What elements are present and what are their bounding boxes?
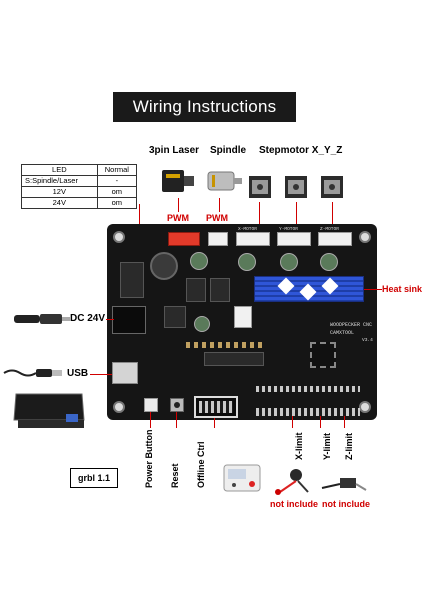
mosfet-chip — [164, 306, 186, 328]
mount-hole — [359, 231, 371, 243]
y-limit-pointer-line — [320, 416, 321, 428]
laser-pwm-connector — [168, 232, 200, 246]
power-button-on-board — [144, 398, 158, 412]
silk-motor-x: X-MOTOR — [238, 227, 257, 232]
capacitor — [194, 316, 210, 332]
reset-button-on-board — [170, 398, 184, 412]
dc-jack-port — [112, 306, 146, 334]
x-limit-label: X-limit — [294, 432, 304, 460]
y-limit-label: Y-limit — [322, 432, 332, 460]
limit-switch-microswitch-image — [321, 478, 367, 491]
dc-24v-label: DC 24V — [70, 313, 106, 324]
spindle-connector-line — [219, 198, 220, 212]
microcontroller-chip — [310, 342, 336, 368]
capacitor — [320, 253, 338, 271]
stepper-motor-y-image — [285, 176, 307, 198]
offline-ctrl-label: Offline Ctrl — [196, 441, 206, 489]
laptop-image — [13, 393, 85, 428]
led-row-label: 12V — [21, 186, 98, 198]
z-limit-label: Z-limit — [344, 433, 354, 460]
pwm-label-laser: PWM — [167, 213, 189, 223]
motor-x-connector — [236, 232, 270, 246]
motor-x-connector-line — [259, 202, 260, 230]
led-row-value: om — [96, 197, 138, 209]
motor-z-connector — [318, 232, 352, 246]
stepmotor-label: Stepmotor X_Y_Z — [259, 145, 343, 156]
not-include-label-probe: not include — [270, 499, 318, 509]
capacitor — [238, 253, 256, 271]
led-row-label: S:Spindle/Laser — [21, 175, 98, 187]
spindle-pwm-connector — [208, 232, 228, 246]
page-title: Wiring Instructions — [113, 92, 296, 122]
pwm-label-spindle: PWM — [206, 213, 228, 223]
led-row-value: - — [96, 175, 138, 187]
led-header: LED — [21, 164, 98, 176]
usb-cable-icon — [3, 369, 62, 377]
firmware-version-label: grbl 1.1 — [70, 468, 118, 488]
heat-sink-label: Heat sink — [382, 284, 423, 294]
mount-hole — [359, 401, 371, 413]
dc-pointer-line — [106, 319, 114, 320]
silk-motor-z: Z-MOTOR — [320, 227, 339, 232]
normal-header: Normal — [96, 164, 138, 176]
motor-y-connector — [277, 232, 311, 246]
usb-pointer-line — [90, 374, 112, 375]
usb-label: USB — [67, 368, 89, 379]
capacitor — [280, 253, 298, 271]
limit-switch-probe-image — [275, 469, 309, 495]
power-pointer-line — [150, 412, 151, 428]
motor-z-connector-line — [332, 202, 333, 230]
silk-motor-y: Y-MOTOR — [279, 227, 298, 232]
motor-y-connector-line — [296, 202, 297, 230]
laser-module-image — [162, 170, 194, 192]
z-limit-pointer-line — [344, 416, 345, 428]
silk-version: V3.4 — [362, 338, 373, 343]
reset-label: Reset — [170, 463, 180, 488]
led-table: LED Normal S:Spindle/Laser - 12V om 24V … — [21, 164, 138, 209]
x-limit-pointer-line — [292, 416, 293, 428]
capacitor — [190, 252, 208, 270]
resistor-row — [186, 342, 266, 348]
dc-plug-icon — [14, 314, 70, 324]
inductor — [150, 252, 178, 280]
reset-pointer-line — [176, 412, 177, 428]
spindle-motor-image — [207, 171, 242, 191]
mosfet-chip — [210, 278, 230, 302]
mosfet-chip — [186, 278, 206, 302]
regulator-chip — [120, 262, 144, 298]
usb-port — [112, 362, 138, 384]
mount-hole — [113, 401, 125, 413]
usb-serial-chip — [204, 352, 264, 366]
mount-hole — [113, 231, 125, 243]
power-button-label: Power Button — [144, 429, 154, 489]
offline-pointer-line — [214, 418, 215, 428]
stepper-motor-z-image — [321, 176, 343, 198]
limit-switch-header — [256, 408, 360, 416]
spindle-label: Spindle — [210, 145, 247, 156]
laser-label: 3pin Laser — [149, 145, 200, 156]
offline-ctrl-header — [194, 396, 238, 418]
heat-sink-pointer-line — [364, 289, 382, 290]
pin-header — [256, 386, 360, 392]
silk-brand: WOODPECKER CNC — [330, 322, 373, 328]
stepper-motor-x-image — [249, 176, 271, 198]
aux-connector — [234, 306, 252, 328]
laser-connector-line — [178, 198, 179, 212]
silk-model: CAMXTOOL — [330, 330, 355, 336]
led-row-value: om — [96, 186, 138, 198]
led-row-label: 24V — [21, 197, 98, 209]
not-include-label-switch: not include — [322, 499, 370, 509]
offline-controller-image — [223, 464, 261, 492]
